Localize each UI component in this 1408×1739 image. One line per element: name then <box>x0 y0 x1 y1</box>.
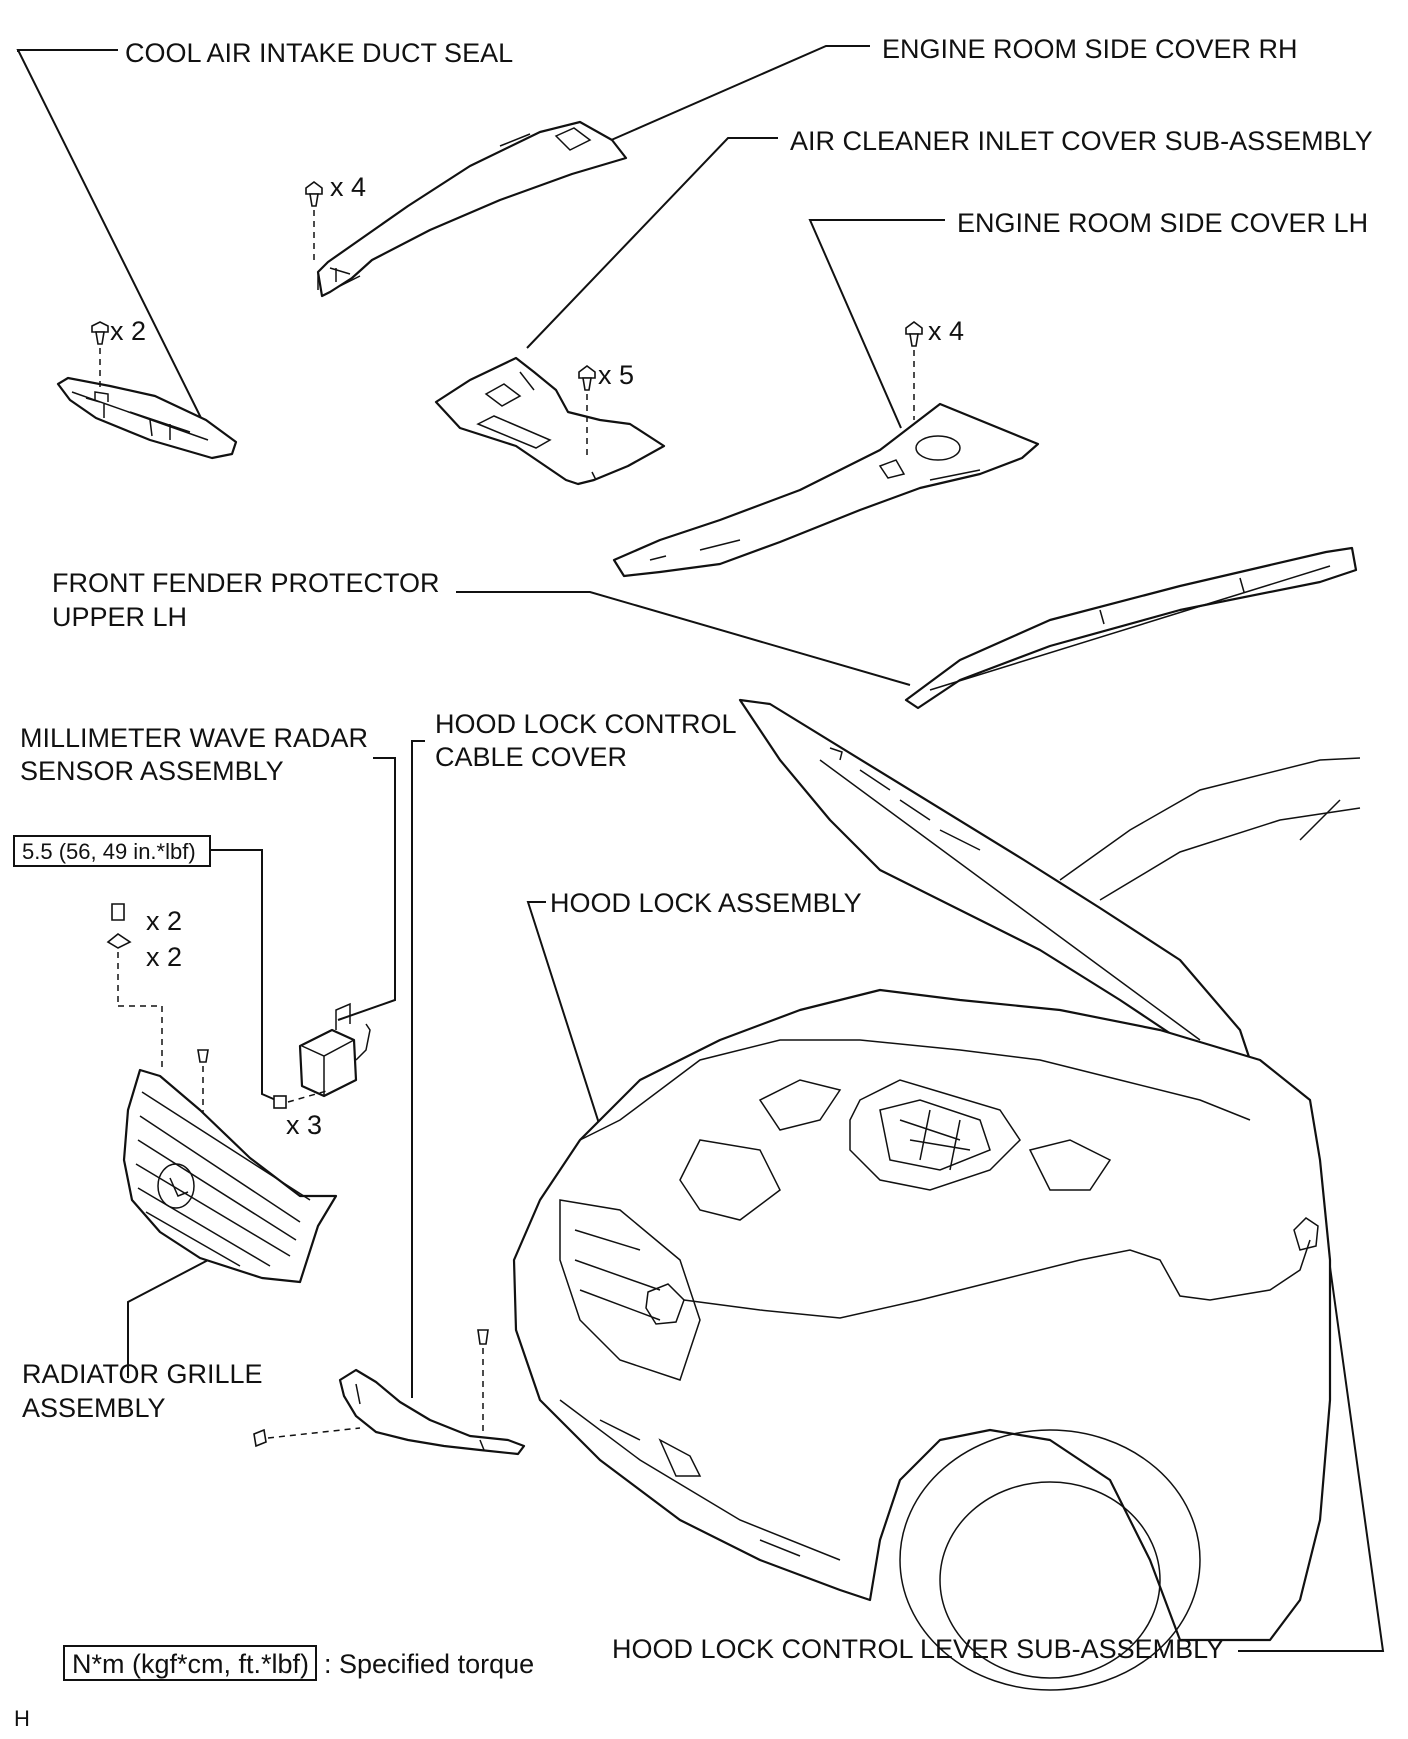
front-fender-protector-upper-lh-part <box>904 546 1358 710</box>
legend-torque-units: N*m (kgf*cm, ft.*lbf) <box>72 1649 309 1679</box>
legend-torque-description: : Specified torque <box>324 1649 534 1679</box>
label-hood-lock-control-lever: HOOD LOCK CONTROL LEVER SUB-ASSEMBLY <box>612 1634 1224 1664</box>
label-engine-room-side-cover-rh: ENGINE ROOM SIDE COVER RH <box>882 34 1298 64</box>
cable-cover-bolts <box>253 1329 489 1448</box>
radiator-grille-part <box>122 1068 338 1284</box>
label-millimeter-wave-radar-2: SENSOR ASSEMBLY <box>20 756 284 786</box>
corner-code: H <box>14 1706 30 1731</box>
label-front-fender-protector-2: UPPER LH <box>52 602 187 632</box>
qty-side-cover-lh-clips: x 4 <box>928 316 964 346</box>
label-millimeter-wave-radar-1: MILLIMETER WAVE RADAR <box>20 723 368 753</box>
air-cleaner-inlet-cover-part <box>434 356 666 486</box>
leader-lines <box>16 45 1385 1652</box>
label-radiator-grille-1: RADIATOR GRILLE <box>22 1359 263 1389</box>
hood-lock-control-cable-cover-part <box>338 1368 526 1456</box>
duct-seal-clip <box>91 321 109 388</box>
qty-side-cover-rh-clips: x 4 <box>330 172 366 202</box>
label-radiator-grille-2: ASSEMBLY <box>22 1393 166 1423</box>
torque-radar-value: 5.5 (56, 49 in.*lbf) <box>22 839 196 864</box>
side-cover-rh-clip <box>305 181 323 265</box>
torque-callout-box <box>13 835 211 867</box>
qty-radar-bolts: x 3 <box>286 1110 322 1140</box>
qty-grille-clips: x 2 <box>146 906 182 936</box>
vehicle-front-illustration <box>512 698 1361 1691</box>
label-engine-room-side-cover-lh: ENGINE ROOM SIDE COVER LH <box>957 208 1368 238</box>
label-hood-lock-cable-cover-1: HOOD LOCK CONTROL <box>435 709 737 739</box>
engine-room-side-cover-lh-part <box>612 402 1040 578</box>
label-cool-air-intake-duct-seal: COOL AIR INTAKE DUCT SEAL <box>125 38 513 68</box>
label-front-fender-protector-1: FRONT FENDER PROTECTOR <box>52 568 440 598</box>
label-hood-lock-assembly: HOOD LOCK ASSEMBLY <box>550 888 862 918</box>
qty-inlet-cover-clips: x 5 <box>598 360 634 390</box>
qty-duct-seal-clips: x 2 <box>110 316 146 346</box>
label-air-cleaner-inlet-cover: AIR CLEANER INLET COVER SUB-ASSEMBLY <box>790 126 1373 156</box>
engine-room-side-cover-rh-part <box>316 120 628 298</box>
inlet-cover-clip <box>578 365 596 460</box>
legend-torque-box <box>63 1645 317 1681</box>
millimeter-wave-radar-sensor-part <box>298 1002 371 1098</box>
radar-bolt <box>273 1089 331 1109</box>
grille-fasteners <box>106 903 209 1140</box>
side-cover-lh-clip <box>905 321 923 420</box>
qty-grille-nuts: x 2 <box>146 942 182 972</box>
label-hood-lock-cable-cover-2: CABLE COVER <box>435 742 627 772</box>
cool-air-intake-duct-seal-part <box>56 376 238 460</box>
